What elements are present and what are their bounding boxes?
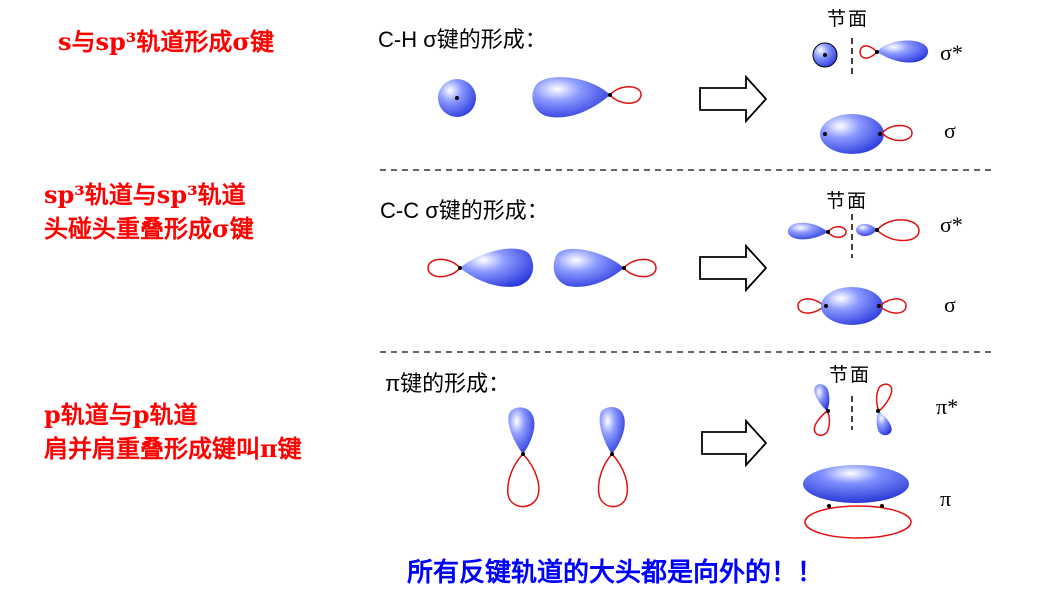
footer-note: 所有反键轨道的大头都是向外的！！ xyxy=(407,558,824,588)
label-cc-sigma-line1: sp³轨道与sp³轨道 xyxy=(44,180,246,209)
label-sigma-star-1: σ* xyxy=(940,40,963,65)
pi-bond-upper-lobe xyxy=(803,465,909,503)
p-orbital-right-top xyxy=(599,406,625,454)
pi-bond-lower-lobe xyxy=(804,505,912,539)
sp3-lobe-right xyxy=(553,248,624,287)
label-cc-sigma-line2: 头碰头重叠形成σ键 xyxy=(44,214,254,243)
row3-pi-star xyxy=(813,383,893,436)
title-ch-sigma: C-H σ键的形成： xyxy=(378,27,547,52)
p-orbital-right-bottom xyxy=(597,452,629,508)
row1-sigma-star xyxy=(812,38,929,76)
sp3-small-lobe xyxy=(609,86,642,104)
title-cc-sigma: C-C σ键的形成： xyxy=(380,198,549,223)
row3-pi xyxy=(803,465,912,539)
sigma-bond-lobe-1 xyxy=(820,114,884,154)
sp3-big-lobe xyxy=(532,77,610,118)
node-plane-label-1: 节面 xyxy=(827,8,870,30)
sigma-bond-lobe-2 xyxy=(821,287,883,325)
row1-sigma xyxy=(820,114,913,154)
sp3-lobe-left xyxy=(460,248,534,287)
row2-reactants xyxy=(427,248,657,287)
p-orbital-left-bottom xyxy=(507,452,540,508)
label-pi-star: π* xyxy=(936,394,959,419)
title-pi: π键的形成： xyxy=(385,371,511,396)
label-pi-line1: p轨道与p轨道 xyxy=(44,400,198,429)
p-orbital-left-top xyxy=(508,407,535,454)
label-ch-sigma-text: s与sp³轨道形成σ键 xyxy=(58,27,275,56)
row1-reactants xyxy=(438,77,642,118)
label-sigma-2: σ xyxy=(944,292,956,317)
reaction-arrow-3 xyxy=(701,418,768,468)
reaction-arrow-1 xyxy=(699,74,768,124)
row2-sigma-star xyxy=(787,214,920,258)
reaction-arrow-2 xyxy=(699,243,768,293)
label-ch-sigma: s与sp³轨道形成σ键 xyxy=(58,25,274,59)
node-plane-label-2: 节面 xyxy=(826,190,869,212)
label-sigma-1: σ xyxy=(944,118,956,143)
label-pi: p轨道与p轨道 肩并肩重叠形成键叫π键 xyxy=(44,398,302,466)
label-pi-line2: 肩并肩重叠形成键叫π键 xyxy=(44,434,302,463)
label-sigma-star-2: σ* xyxy=(940,212,963,237)
row2-sigma xyxy=(797,287,907,325)
label-cc-sigma: sp³轨道与sp³轨道 头碰头重叠形成σ键 xyxy=(44,178,254,246)
label-pi: π xyxy=(940,486,952,511)
node-plane-label-3: 节面 xyxy=(829,364,872,386)
row3-reactants xyxy=(507,406,629,508)
